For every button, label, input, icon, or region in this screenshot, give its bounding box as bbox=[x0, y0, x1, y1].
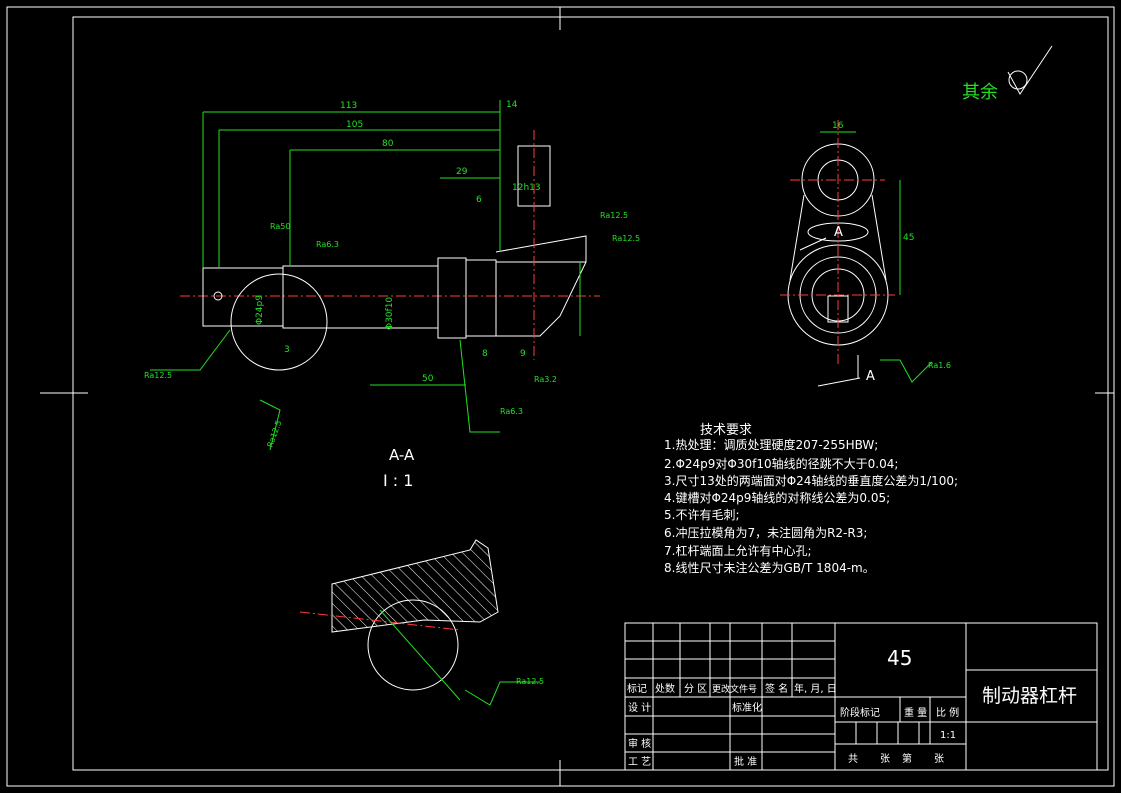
shaft-mid-segment bbox=[282, 265, 439, 329]
part-name: 制动器杠杆 bbox=[982, 685, 1077, 707]
tb-h-mark: 标记 bbox=[627, 683, 647, 695]
rough-leader-5 bbox=[464, 681, 540, 706]
finish-check-icon bbox=[1007, 45, 1053, 95]
tb-review: 审 核 bbox=[628, 737, 651, 750]
tb-h-sign: 签 名 bbox=[765, 682, 788, 695]
requirement-item: 5.不许有毛刺; bbox=[664, 508, 740, 522]
rough-leader-3 bbox=[150, 329, 231, 371]
material: 45 bbox=[887, 646, 912, 670]
title-block bbox=[624, 622, 1098, 771]
main-view bbox=[150, 100, 600, 451]
lever-arm-top bbox=[495, 235, 587, 263]
rough-9: Ra12.5 bbox=[265, 419, 283, 448]
rough-2: Ra12.5 bbox=[600, 211, 628, 220]
section-centerline bbox=[299, 611, 461, 631]
rough-5: Ra1.6 bbox=[928, 361, 951, 370]
tb-scale-label: 比 例 bbox=[936, 706, 959, 719]
shaft-left-segment bbox=[202, 267, 284, 327]
tb-total: 共 bbox=[848, 753, 858, 765]
dim-113: 113 bbox=[340, 101, 357, 111]
section-scale: I : 1 bbox=[383, 471, 413, 490]
requirement-item: 2.Φ24p9对Φ30f10轴线的径跳不大于0.04; bbox=[664, 457, 899, 471]
dim-16: 16 bbox=[832, 121, 844, 131]
rough-3: Ra12.5 bbox=[612, 234, 640, 243]
dim-105: 105 bbox=[346, 120, 363, 130]
rough-6: Ra6.3 bbox=[500, 407, 523, 416]
finish-circle-icon bbox=[1008, 70, 1028, 90]
arm-edge-left bbox=[789, 194, 805, 281]
tb-designer: 设 计 bbox=[628, 701, 651, 714]
section-view bbox=[299, 539, 540, 706]
shaft-hub bbox=[465, 259, 497, 337]
dim-6: 6 bbox=[476, 195, 482, 205]
rough-leader-4 bbox=[880, 359, 933, 383]
side-view bbox=[780, 120, 933, 387]
requirement-item: 4.键槽对Φ24p9轴线的对称线公差为0.05; bbox=[664, 491, 891, 505]
rough-10: Ra3.2 bbox=[534, 375, 557, 384]
rough-1: Ra12.5 bbox=[144, 371, 172, 380]
tb-process: 工 艺 bbox=[628, 756, 651, 768]
dim-14: 14 bbox=[506, 100, 518, 110]
rough-7: Ra50 bbox=[270, 222, 290, 231]
dim-80: 80 bbox=[382, 139, 394, 149]
requirements-title: 技术要求 bbox=[700, 423, 753, 438]
finish-label: 其余 bbox=[962, 82, 998, 103]
section-label: A-A bbox=[389, 446, 415, 464]
tb-approve: 批 准 bbox=[734, 755, 757, 768]
rough-4: Ra12.5 bbox=[516, 677, 544, 686]
view-arrow-top bbox=[799, 237, 827, 251]
dim-12h13: 12h13 bbox=[512, 183, 541, 193]
dim-29: 29 bbox=[456, 167, 468, 177]
section-bore bbox=[367, 599, 459, 691]
requirement-item: 7.杠杆端面上允许有中心孔; bbox=[664, 544, 812, 558]
outer-border bbox=[6, 6, 1115, 787]
tb-scale: 1:1 bbox=[940, 730, 956, 741]
view-mark-a1: A bbox=[834, 225, 843, 240]
tb-h-doc: 更改文件号 bbox=[712, 683, 757, 695]
requirement-item: 8.线性尺寸未注公差为GB/T 1804-m。 bbox=[664, 561, 875, 575]
arm-edge-right bbox=[871, 194, 887, 281]
detail-circle bbox=[230, 273, 328, 371]
tb-stage: 阶段标记 bbox=[840, 706, 880, 719]
dim-9: 9 bbox=[520, 349, 526, 359]
tb-h-date: 年, 月, 日 bbox=[794, 682, 837, 695]
dim-3: 3 bbox=[284, 345, 290, 355]
dim-45: 45 bbox=[903, 233, 914, 243]
dim-8: 8 bbox=[482, 349, 488, 359]
requirement-item: 3.尺寸13处的两端面对Φ24轴线的垂直度公差为1/100; bbox=[664, 474, 959, 488]
section-hatch bbox=[331, 539, 499, 633]
section-leader bbox=[379, 609, 461, 701]
tb-sheets1: 张 bbox=[880, 753, 890, 765]
rough-leader-1 bbox=[259, 399, 281, 451]
dim-phi24: Φ24p9 bbox=[255, 295, 265, 325]
view-mark-a2: A bbox=[866, 369, 875, 384]
tb-page: 第 bbox=[902, 752, 912, 765]
requirement-item: 1.热处理：调质处理硬度207-255HBW; bbox=[664, 438, 879, 452]
rough-8: Ra6.3 bbox=[316, 240, 339, 249]
finish-symbol bbox=[1007, 45, 1053, 95]
center-hole bbox=[213, 291, 223, 301]
tb-weight: 重 量 bbox=[904, 706, 927, 719]
requirement-item: 6.冲压拉模角为7，未注圆角为R2-R3; bbox=[664, 526, 868, 540]
tb-h-count: 处数 bbox=[655, 682, 675, 695]
tb-h-zone: 分 区 bbox=[684, 683, 707, 695]
dim-phi30: Φ30f10 bbox=[385, 297, 395, 330]
tb-standard: 标准化 bbox=[732, 701, 762, 714]
tb-sheets2: 张 bbox=[934, 753, 944, 765]
rough-leader-2 bbox=[459, 339, 500, 433]
shaft-collar bbox=[437, 257, 467, 339]
lever-arm-bottom bbox=[496, 261, 587, 337]
view-arrow-bottom bbox=[817, 377, 861, 387]
dim-50: 50 bbox=[422, 374, 434, 384]
